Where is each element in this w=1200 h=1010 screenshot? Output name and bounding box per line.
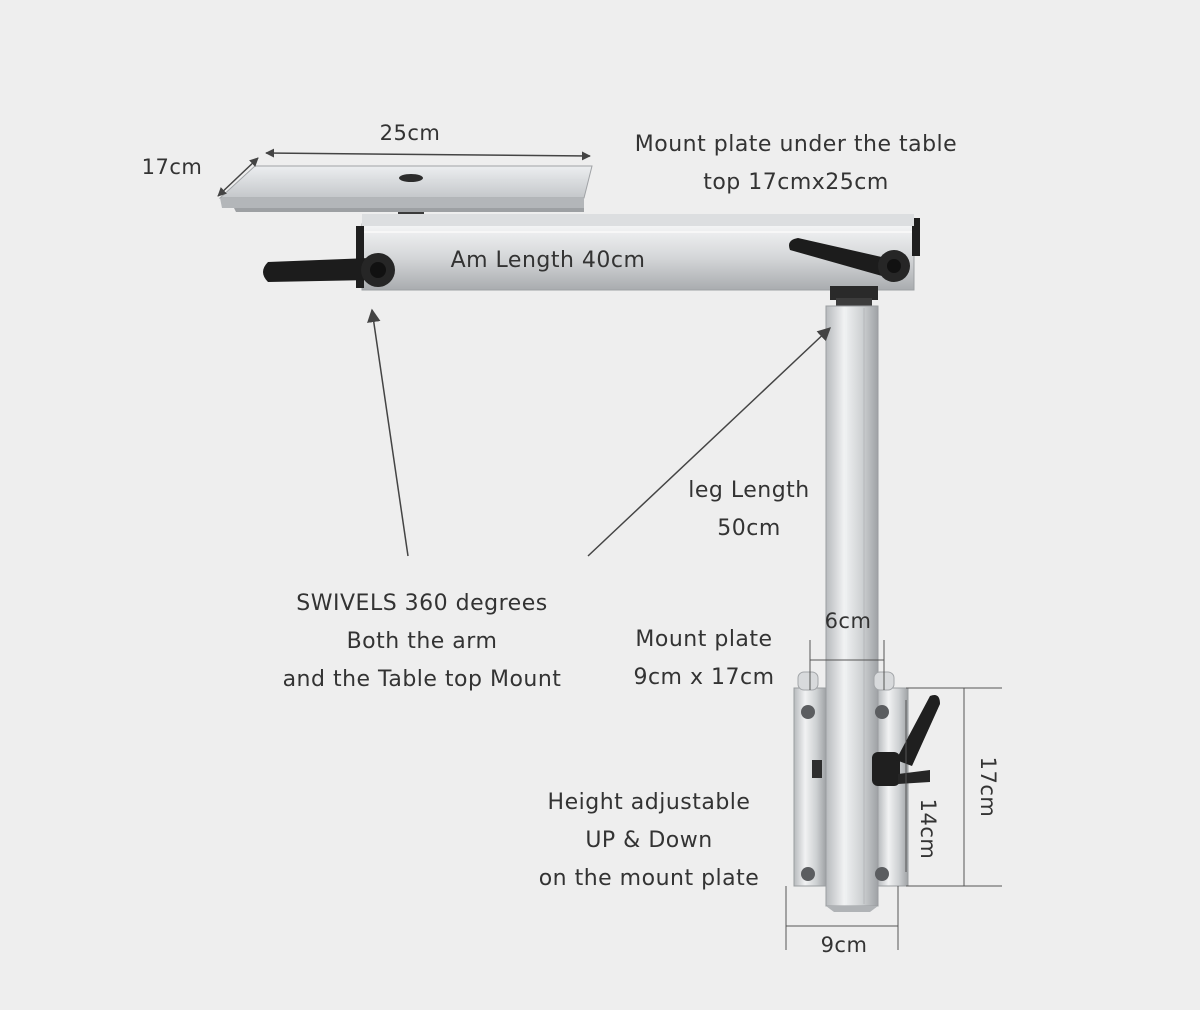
dimension-bracket-width: 9cm	[820, 933, 868, 957]
callout-mount-plate: Mount plate 9cm x 17cm	[633, 627, 775, 690]
vertical-leg	[825, 305, 879, 912]
top-mount-plate	[218, 165, 593, 212]
arm-clamp-handle-left[interactable]	[263, 253, 395, 287]
dimension-plate-depth: 17cm	[141, 155, 203, 179]
dimension-line-bracket-height	[906, 687, 1002, 887]
dimension-bracket-height: 17cm	[976, 756, 1000, 818]
callout-swivel: SWIVELS 360 degrees Both the arm and the…	[282, 591, 562, 692]
swivel-arrow-top-mount	[367, 308, 409, 557]
dimension-line-plate-width	[265, 148, 591, 161]
callout-leg-length: leg Length 50cm	[688, 478, 810, 541]
arm-clamp-handle-right[interactable]	[789, 238, 910, 282]
dimension-line-leg-width	[809, 640, 885, 690]
dimension-rail-height: 14cm	[916, 798, 940, 860]
callout-top-plate: Mount plate under the table top 17cmx25c…	[634, 132, 958, 195]
dimension-line-bracket-width	[785, 886, 899, 950]
swivel-arrow-arm	[587, 327, 831, 557]
callout-arm-length: Am Length 40cm	[450, 248, 646, 273]
dimension-line-plate-depth	[217, 157, 259, 197]
callout-height-adjustable: Height adjustable UP & Down on the mount…	[538, 790, 760, 891]
dimension-leg-width: 6cm	[824, 609, 872, 633]
lower-mount-bracket	[793, 671, 909, 887]
dimension-plate-width: 25cm	[379, 121, 441, 145]
swivel-hub-leg	[830, 286, 878, 308]
